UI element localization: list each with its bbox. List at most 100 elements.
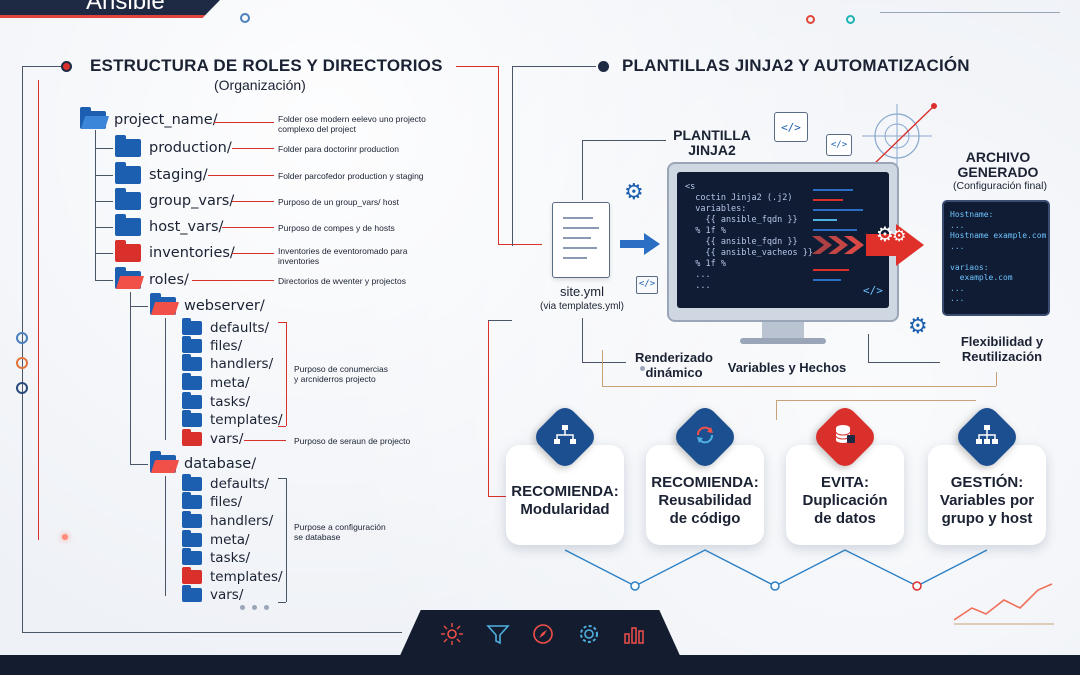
code-icon: </> <box>826 134 852 156</box>
tree-item-files[interactable]: files/ <box>182 492 242 510</box>
frame-dot <box>61 61 72 72</box>
code-lines-deco <box>813 189 863 281</box>
frame-line <box>512 66 596 67</box>
filter-icon[interactable] <box>485 622 510 646</box>
tree-note: Purposo de seraun de projecto <box>294 436 411 446</box>
tree-item-label: webserver/ <box>184 298 265 314</box>
tree-item-webserver[interactable]: webserver/ <box>150 293 265 315</box>
flow-line <box>582 140 666 141</box>
frame-line <box>512 66 513 246</box>
deco-ring <box>240 13 250 23</box>
tree-item-vars[interactable]: vars/ <box>182 429 244 447</box>
compass-icon[interactable] <box>531 622 555 646</box>
render-label: Renderizado dinámico <box>634 350 713 380</box>
card-text: GESTIÓN: Variables por grupo y host <box>939 474 1035 527</box>
tree-item-vars[interactable]: vars/ <box>182 585 243 603</box>
card-modularidad[interactable]: RECOMIENDA: Modularidad <box>506 445 624 545</box>
tree-line <box>165 476 166 596</box>
tree-item-handlers[interactable]: handlers/ <box>182 354 273 372</box>
tree-item-label: tasks/ <box>210 550 250 566</box>
folder-icon <box>182 474 202 491</box>
tree-item-database[interactable]: database/ <box>150 451 256 473</box>
folder-icon <box>182 410 202 427</box>
card-icon-badge <box>953 403 1021 471</box>
title-connector <box>498 66 499 244</box>
card-icon-badge <box>811 403 879 471</box>
frame-line <box>22 66 62 67</box>
tree-item-defaults[interactable]: defaults/ <box>182 474 269 492</box>
frame-line <box>776 400 976 401</box>
gear-icon[interactable] <box>577 622 601 646</box>
tree-item-group-vars[interactable]: group_vars/ <box>115 188 234 210</box>
folder-icon <box>115 162 141 184</box>
frame-line-red <box>38 80 39 540</box>
deco-ring <box>806 15 815 24</box>
flow-line <box>868 334 869 362</box>
tree-line <box>130 464 148 465</box>
tree-item-label: inventories/ <box>149 245 235 261</box>
logo-tab <box>0 0 220 18</box>
note-bracket <box>286 322 287 426</box>
frame-line-red <box>488 320 489 496</box>
frame-line <box>880 12 1060 13</box>
tree-line <box>95 253 113 254</box>
note-bracket <box>278 322 286 323</box>
tree-item-tasks[interactable]: tasks/ <box>182 548 250 566</box>
tree-line <box>130 306 148 307</box>
flow-line <box>582 362 626 363</box>
template-code: <s coctin Jinja2 (.j2) variables: {{ ans… <box>685 182 813 291</box>
note-bracket <box>278 602 286 603</box>
tree-item-host-vars[interactable]: host_vars/ <box>115 214 223 236</box>
tree-item-label: vars/ <box>210 431 244 447</box>
note-connector <box>232 253 274 254</box>
sun-icon[interactable] <box>440 622 464 646</box>
gear-icon: ⚙ <box>908 314 928 339</box>
folder-icon <box>115 240 141 262</box>
tree-item-tasks[interactable]: tasks/ <box>182 392 250 410</box>
tree-item-label: project_name/ <box>114 112 218 128</box>
tree-item-defaults[interactable]: defaults/ <box>182 318 269 336</box>
note-connector <box>222 227 274 228</box>
card-duplicacion[interactable]: EVITA: Duplicación de datos <box>786 445 904 545</box>
tree-item-label: production/ <box>149 140 232 156</box>
tree-note: Directorios de wventer y projectos <box>278 276 407 286</box>
tree-item-label: staging/ <box>149 167 208 183</box>
deco-dot <box>640 366 645 371</box>
tree-item-handlers[interactable]: handlers/ <box>182 511 273 529</box>
note-connector <box>208 175 274 176</box>
tree-item-inventories[interactable]: inventories/ <box>115 240 235 262</box>
tree-item-project-name[interactable]: project_name/ <box>80 107 218 129</box>
tree-item-meta[interactable]: meta/ <box>182 373 250 391</box>
code-icon: </> <box>636 276 658 294</box>
frame-line-red <box>488 496 506 497</box>
frame-line <box>602 386 996 387</box>
variables-label: Variables y Hechos <box>727 360 847 375</box>
doc-line <box>563 247 597 249</box>
folder-icon <box>182 492 202 509</box>
card-icon-badge <box>671 403 739 471</box>
tree-item-production[interactable]: production/ <box>115 135 232 157</box>
deco-ring <box>846 15 855 24</box>
recycle-icon <box>694 424 716 450</box>
tree-item-roles[interactable]: roles/ <box>115 267 189 289</box>
deco-dot <box>62 534 68 540</box>
card-connector-line <box>564 549 988 591</box>
note-bracket <box>278 478 286 479</box>
folder-icon <box>182 585 202 602</box>
tree-line <box>95 148 113 149</box>
monitor: <s coctin Jinja2 (.j2) variables: {{ ans… <box>667 162 899 322</box>
card-text: EVITA: Duplicación de datos <box>802 474 888 527</box>
bar-chart-icon[interactable] <box>622 622 646 646</box>
folder-icon <box>182 429 202 446</box>
folder-open-icon <box>80 107 106 129</box>
tree-item-files[interactable]: files/ <box>182 336 242 354</box>
tree-item-meta[interactable]: meta/ <box>182 530 250 548</box>
tree-line <box>130 292 131 464</box>
tree-item-staging[interactable]: staging/ <box>115 162 208 184</box>
tree-note: Purposo de un group_vars/ host <box>278 197 399 207</box>
tree-item-templates[interactable]: templates/ <box>182 410 283 428</box>
tree-item-templates[interactable]: templates/ <box>182 567 283 585</box>
folder-icon <box>115 188 141 210</box>
site-file-label: site.yml <box>559 284 605 299</box>
tree-line <box>95 130 96 280</box>
